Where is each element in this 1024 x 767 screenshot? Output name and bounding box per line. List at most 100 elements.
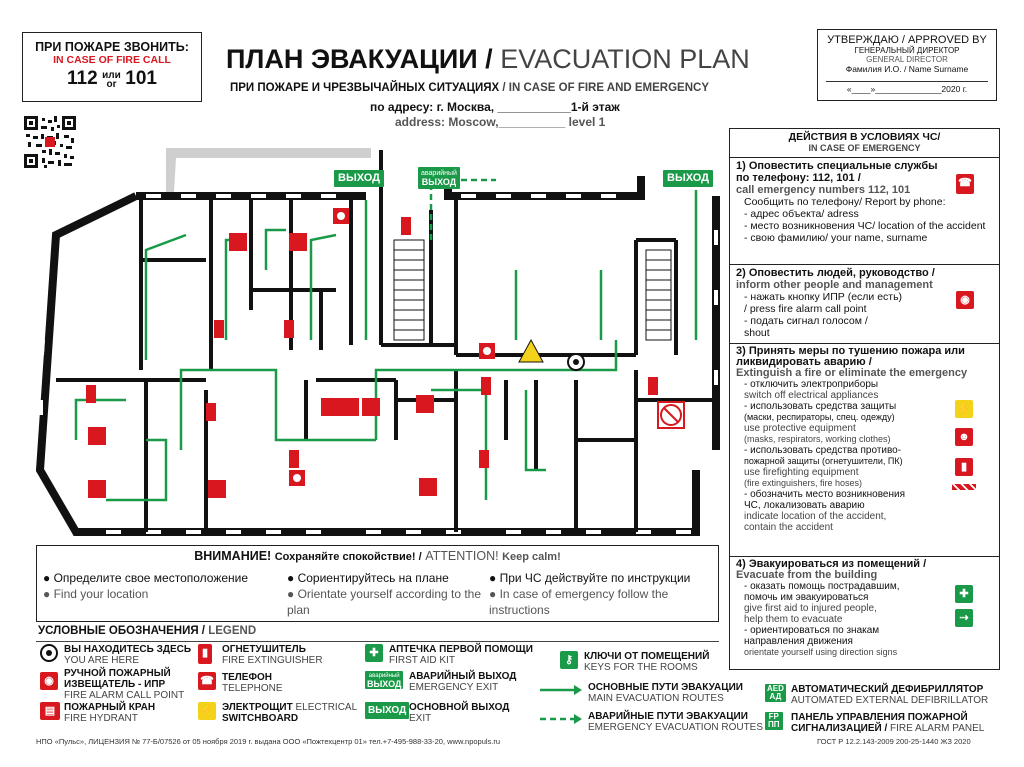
fire-hydrant-icon — [321, 398, 359, 416]
legend-ext-ru: ОГНЕТУШИТЕЛЬ — [222, 644, 306, 655]
legend-panel-ru2: СИГНАЛИЗАЦИЕЙ / — [791, 723, 888, 734]
actions-panel: ДЕЙСТВИЯ В УСЛОВИЯХ ЧС/ IN CASE OF EMERG… — [729, 128, 1000, 670]
floor-plan — [35, 140, 736, 540]
legend-emexit-sign-top: аварийный — [368, 673, 400, 679]
legend-emexit-ru: АВАРИЙНЫЙ ВЫХОД — [409, 671, 517, 682]
fire-extinguisher-icon: ▮ — [955, 458, 973, 476]
s1-line-4: - свою фамилию/ your name, surname — [744, 232, 928, 244]
attention-head-en2: Keep calm! — [502, 551, 561, 563]
legend-exit-en: EXIT — [409, 713, 432, 724]
extinguisher-icon: ▮ — [198, 644, 212, 664]
electrical-hazard-icon: ⚡ — [955, 400, 973, 418]
s2-line-4: shout — [744, 327, 770, 339]
adjacent-building — [166, 148, 371, 192]
running-man-exit-icon: ⇢ — [955, 609, 973, 627]
no-elevator-sign — [657, 401, 685, 429]
title-ru: ПЛАН ЭВАКУАЦИИ / — [226, 44, 493, 74]
attention-c3-en: In case of emergency follow the instruct… — [489, 587, 669, 617]
s1-heading-en: call emergency numbers 112, 101 — [736, 184, 911, 196]
approved-box: УТВЕРЖДАЮ / APPROVED BY ГЕНЕРАЛЬНЫЙ ДИРЕ… — [817, 29, 997, 101]
s3-heading-ru: 3) Принять меры по тушению пожара или ли… — [736, 345, 965, 368]
legend-here-ru: ВЫ НАХОДИТЕСЬ ЗДЕСЬ — [64, 644, 192, 655]
footer-license: НПО «Пульс», ЛИЦЕНЗИЯ № 77-Б/07526 от 05… — [36, 737, 501, 746]
s2-line-2: / press fire alarm call point — [744, 303, 867, 315]
s1-heading-ru: 1) Оповестить специальные службы по теле… — [736, 160, 938, 184]
legend-emexit-en: EMERGENCY EXIT — [409, 682, 499, 693]
s4-line-4: help them to evacuate — [744, 614, 843, 625]
legend-telephone-icon: ☎ — [198, 672, 216, 690]
legend-exit-sign: ВЫХОД — [365, 702, 410, 719]
subtitle-en: / IN CASE OF FIRE AND EMERGENCY — [502, 82, 710, 94]
floor-plan-svg — [35, 148, 720, 536]
legend-ext-en: FIRE EXTINGUISHER — [222, 655, 323, 666]
fire-panel-icon: FP ПП — [765, 712, 783, 730]
you-are-here-icon — [40, 644, 58, 662]
legend-here-en: YOU ARE HERE — [64, 655, 140, 666]
title-en: EVACUATION PLAN — [500, 44, 750, 74]
gas-mask-icon: ☻ — [955, 428, 973, 446]
emergency-evacuation-routes — [429, 178, 496, 240]
s4-line-7: orientate yourself using direction signs — [744, 647, 898, 657]
legend-exit-ru: ОСНОВНОЙ ВЫХОД — [409, 702, 510, 713]
legend-panel-en: FIRE ALARM PANEL — [890, 723, 985, 734]
footer-gost: ГОСТ Р 12.2.143-2009 200-25-1440 ЖЗ 2020 — [817, 737, 971, 746]
emergency-exit-bottom: ВЫХОД — [421, 177, 457, 187]
legend-main-en: MAIN EVACUATION ROUTES — [588, 693, 724, 704]
legend-main-ru: ОСНОВНЫЕ ПУТИ ЭВАКУАЦИИ — [588, 682, 743, 693]
window-gaps — [39, 194, 718, 534]
approved-role-ru: ГЕНЕРАЛЬНЫЙ ДИРЕКТОР — [854, 46, 960, 55]
legend-fire-panel: FP ПП ПАНЕЛЬ УПРАВЛЕНИЯ ПОЖАРНОЙ СИГНАЛИ… — [765, 712, 984, 734]
legend-tel-ru: ТЕЛЕФОН — [222, 672, 272, 683]
exit-sign-3: ВЫХОД — [663, 170, 714, 187]
s3-line-6: (masks, respirators, working clothes) — [744, 434, 891, 444]
telephone-icons — [88, 233, 437, 498]
s3-line-9: use firefighting equipment — [744, 467, 859, 478]
switchboard-icon: ⚡ — [198, 702, 216, 720]
s2-heading-en: inform other people and management — [736, 279, 933, 291]
key-icon: ⚷ — [560, 651, 578, 669]
legend-aid-ru: АПТЕЧКА ПЕРВОЙ ПОМОЩИ — [389, 644, 533, 655]
s3-line-11: - обозначить место возникновения — [744, 489, 905, 500]
actions-section-4: 4) Эвакуироваться из помещений / Evacuat… — [730, 557, 999, 671]
s3-line-13: indicate location of the accident, — [744, 511, 887, 522]
s4-line-1: - оказать помощь пострадавшим, — [744, 581, 900, 592]
first-aid-icon: ✚ — [955, 585, 973, 603]
main-route-arrow-icon — [540, 685, 582, 695]
aed-sign-top: AED — [767, 684, 784, 693]
s3-line-3: - использовать средства защиты — [744, 401, 897, 412]
s3-line-8: пожарной защиты (огнетушители, ПК) — [744, 456, 903, 466]
aed-sign-bottom: АД — [769, 692, 782, 701]
call-line-ru: ПРИ ПОЖАРЕ ЗВОНИТЬ: — [35, 40, 189, 54]
s2-line-3: - подать сигнал голосом / — [744, 315, 868, 327]
or-ru: или — [102, 69, 121, 81]
alarm-button-icon: ◉ — [956, 291, 974, 309]
s3-heading-en: Extinguish a fire or eliminate the emerg… — [736, 367, 968, 379]
legend-aed-ru: АВТОМАТИЧЕСКИЙ ДЕФИБРИЛЛЯТОР — [791, 684, 984, 695]
legend-aid-en: FIRST AID KIT — [389, 655, 455, 666]
s3-line-2: switch off electrical appliances — [744, 390, 879, 401]
extinguisher-icons — [86, 217, 658, 468]
fp-sign-top: FP — [768, 712, 779, 721]
legend-elec-ru: ЭЛЕКТРОЩИТ — [222, 702, 293, 713]
actions-title-en: IN CASE OF EMERGENCY — [808, 143, 921, 153]
legend-first-aid-icon: ✚ — [365, 644, 383, 662]
actions-title-ru: ДЕЙСТВИЯ В УСЛОВИЯХ ЧС/ — [788, 131, 941, 143]
legend-ipr-en: FIRE ALARM CALL POINT — [64, 690, 185, 701]
attention-col-1: ● Определите свое местоположение ● Find … — [43, 571, 249, 601]
switchboard-marker — [518, 338, 544, 363]
subtitle: ПРИ ПОЖАРЕ И ЧРЕЗВЫЧАЙНЫХ СИТУАЦИЯХ / IN… — [230, 82, 709, 94]
emergency-exit-sign: аварийный ВЫХОД — [418, 167, 460, 189]
subtitle-ru: ПРИ ПОЖАРЕ И ЧРЕЗВЫЧАЙНЫХ СИТУАЦИЯХ — [230, 82, 500, 94]
s3-line-5: use protective equipment — [744, 423, 856, 434]
attention-head-ru2: Сохраняйте спокойствие! / — [274, 551, 422, 563]
